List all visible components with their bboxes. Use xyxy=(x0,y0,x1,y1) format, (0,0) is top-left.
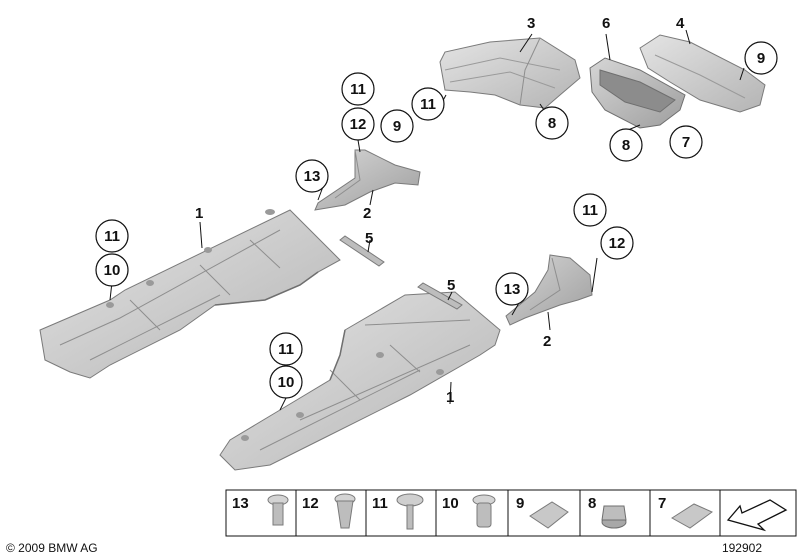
expanding-nut-icon xyxy=(334,493,356,529)
push-rivet-icon xyxy=(267,494,289,526)
callout-13-a: 13 xyxy=(304,168,321,185)
legend-8: 8 xyxy=(588,495,596,512)
underbody-panel-lower xyxy=(219,291,501,471)
callout-3: 3 xyxy=(527,15,535,32)
strip-lower xyxy=(417,282,463,310)
side-panel xyxy=(639,34,766,113)
arrow-icon xyxy=(726,499,788,532)
clip-nut-icon xyxy=(472,494,496,528)
copyright-notice: © 2009 BMW AG xyxy=(6,541,98,555)
callout-2-lower: 2 xyxy=(543,333,551,350)
callout-5-lower: 5 xyxy=(447,277,455,294)
callout-11-b: 11 xyxy=(420,96,436,113)
callout-6: 6 xyxy=(602,15,610,32)
callout-8-a: 8 xyxy=(548,115,556,132)
diagram-number: 192902 xyxy=(721,541,762,555)
legend-10: 10 xyxy=(442,495,459,512)
screw-icon xyxy=(396,493,424,530)
callout-1-upper: 1 xyxy=(195,205,203,222)
callout-12-b: 12 xyxy=(609,235,626,252)
callout-11-c: 11 xyxy=(104,228,120,245)
callout-8-b: 8 xyxy=(622,137,630,154)
callout-10-a: 10 xyxy=(104,262,121,279)
legend-12: 12 xyxy=(302,495,319,512)
bracket-upper xyxy=(314,149,421,211)
callout-7: 7 xyxy=(682,134,690,151)
callout-5-upper: 5 xyxy=(365,230,373,247)
legend-13: 13 xyxy=(232,495,249,512)
callout-1-lower: 1 xyxy=(446,389,454,406)
callout-9-a: 9 xyxy=(393,118,401,135)
duct-cover xyxy=(439,37,581,109)
callout-11-e: 11 xyxy=(278,341,294,358)
callout-11-d: 11 xyxy=(582,202,598,219)
underbody-panel-upper xyxy=(39,209,341,379)
plain-callouts: 1 1 2 2 3 4 5 5 6 xyxy=(195,15,685,406)
bracket-lower xyxy=(505,254,593,326)
callout-2-upper: 2 xyxy=(363,205,371,222)
callout-13-b: 13 xyxy=(504,281,521,298)
legend-11: 11 xyxy=(372,495,388,512)
clip-icon xyxy=(671,503,713,529)
circled-callout-labels: 11 12 13 9 11 8 8 7 9 11 10 11 12 13 11 … xyxy=(104,50,766,391)
callout-9-b: 9 xyxy=(757,50,765,67)
speed-nut-icon xyxy=(529,501,569,529)
callout-12-a: 12 xyxy=(350,116,367,133)
storage-tray xyxy=(589,57,686,129)
hex-nut-icon xyxy=(601,505,627,529)
circled-callouts xyxy=(95,41,778,399)
legend-9: 9 xyxy=(516,495,524,512)
callout-10-b: 10 xyxy=(278,374,295,391)
strip-upper xyxy=(339,235,385,267)
callout-11-a: 11 xyxy=(350,81,366,98)
fastener-legend: 13 12 11 10 9 8 7 xyxy=(225,489,797,537)
legend-7: 7 xyxy=(658,495,666,512)
callout-4: 4 xyxy=(676,15,685,32)
